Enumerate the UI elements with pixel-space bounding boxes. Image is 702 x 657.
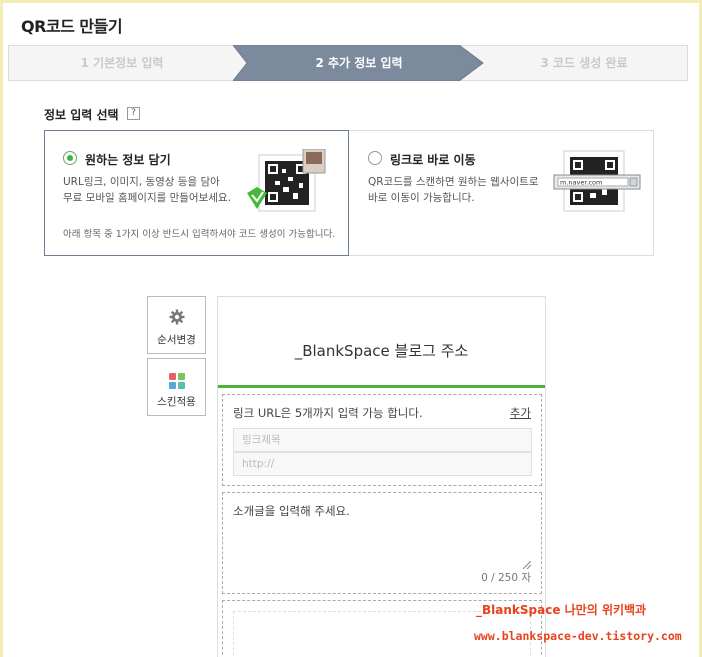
help-icon[interactable]: ? (127, 107, 140, 120)
mobile-preview-panel: _BlankSpace 블로그 주소 링크 URL은 5개까지 입력 가능 합니… (217, 296, 546, 657)
intro-placeholder: 소개글을 입력해 주세요. (233, 504, 350, 518)
option-link-only-desc-2: 바로 이동이 가능합니다. (368, 192, 475, 204)
step-2-active: 2 추가 정보 입력 (315, 56, 403, 70)
resize-handle-icon[interactable] (523, 561, 531, 569)
watermark-line-2: www.blankspace-dev.tistory.com (474, 629, 682, 643)
section-label: 정보 입력 선택 (44, 108, 119, 122)
step-1: 1 기본정보 입력 (80, 56, 164, 70)
step-3: 3 코드 생성 완료 (540, 56, 628, 70)
sample-url-text: m.naver.com (560, 179, 602, 187)
reorder-button[interactable]: 순서변경 (147, 296, 206, 354)
option-link-only-title: 링크로 바로 이동 (390, 153, 476, 167)
skin-grid-icon (169, 373, 185, 389)
add-link-button[interactable]: 추가 (509, 406, 531, 420)
blog-title[interactable]: _BlankSpace 블로그 주소 (294, 342, 469, 360)
option-rich-info-desc-1: URL링크, 이미지, 동영상 등을 담아 (63, 176, 220, 188)
option-link-only[interactable]: 링크로 바로 이동 QR코드를 스캔하면 원하는 웹사이트로 바로 이동이 가능… (350, 131, 654, 255)
link-info-text: 링크 URL은 5개까지 입력 가능 합니다. (233, 406, 423, 420)
watermark-line-1: _BlankSpace 나만의 위키백과 (476, 603, 647, 617)
radio-rich-info[interactable] (63, 151, 77, 165)
radio-link-only[interactable] (368, 151, 382, 165)
active-step-arrow (233, 45, 484, 81)
option-link-only-desc-1: QR코드를 스캔하면 원하는 웹사이트로 (368, 176, 539, 188)
apply-skin-button[interactable]: 스킨적용 (147, 358, 206, 416)
option-rich-info-desc-2: 무료 모바일 홈페이지를 만들어보세요. (63, 192, 231, 204)
gear-icon (169, 309, 185, 325)
media-section (222, 600, 542, 657)
page-title: QR코드 만들기 (21, 17, 123, 36)
apply-skin-button-label: 스킨적용 (157, 396, 196, 408)
option-rich-info-title: 원하는 정보 담기 (85, 153, 171, 167)
reorder-button-label: 순서변경 (157, 334, 196, 346)
step-progress-bar: 1 기본정보 입력 2 추가 정보 입력 3 코드 생성 완료 (8, 45, 688, 81)
link-url-input[interactable]: http:// (233, 452, 532, 476)
link-title-input[interactable]: 링크제목 (233, 428, 532, 452)
char-counter: 0 / 250 자 (481, 572, 531, 584)
info-type-options: 원하는 정보 담기 URL링크, 이미지, 동영상 등을 담아 무료 모바일 홈… (44, 130, 654, 256)
option-rich-info-note: 아래 항목 중 1가지 이상 반드시 입력하셔야 코드 생성이 가능합니다. (63, 229, 336, 240)
accent-divider (218, 385, 545, 388)
link-section: 링크 URL은 5개까지 입력 가능 합니다. 추가 링크제목 http:// (222, 394, 542, 486)
media-slot[interactable] (233, 611, 531, 657)
qr-rich-illustration-icon (247, 149, 326, 212)
qr-link-illustration-icon: m.naver.com (553, 150, 641, 212)
option-rich-info[interactable]: 원하는 정보 담기 URL링크, 이미지, 동영상 등을 담아 무료 모바일 홈… (44, 130, 349, 256)
intro-textarea[interactable]: 소개글을 입력해 주세요. 0 / 250 자 (222, 492, 542, 594)
